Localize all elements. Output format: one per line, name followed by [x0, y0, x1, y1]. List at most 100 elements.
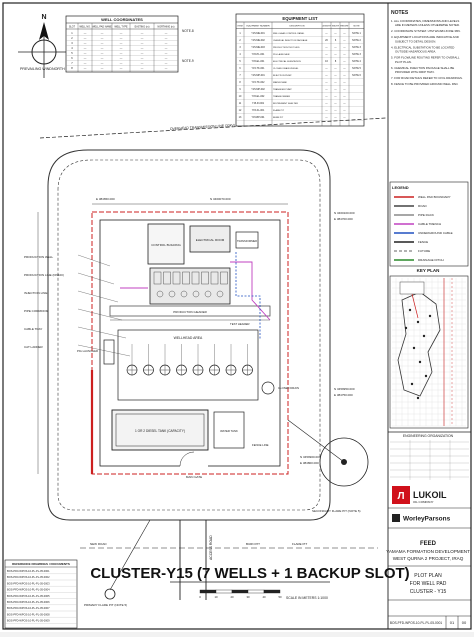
title-block: ENGINEERING ORGANIZATION Л LUKOIL OIL CO… [386, 431, 471, 629]
equipment-cell: Y15-ME-002 [251, 39, 265, 42]
equipment-cell: — [343, 102, 346, 105]
well-notes: NOTE-8 NOTE-9 [182, 29, 194, 63]
well-row: 2————— [66, 36, 178, 41]
note-line: 4. ELECTRICAL SUBSTATION TO BE LOCATED [391, 45, 454, 49]
legend-item: WELL PAD BOUNDARY [394, 195, 451, 199]
equipment-cell: — [343, 53, 346, 56]
svg-text:NOTE-9: NOTE-9 [182, 59, 194, 63]
note-line: PROVIDED WITH DRIP TRAY. [395, 70, 435, 74]
production-header-label: PRODUCTION HEADER [173, 310, 207, 314]
key-plan-well-marker [404, 326, 408, 330]
process-skid [163, 271, 171, 285]
legend-label: WELL PAD BOUNDARY [418, 195, 451, 199]
equipment-cell: — [343, 95, 346, 98]
well-cell: — [84, 37, 87, 40]
well-cell: — [84, 47, 87, 50]
equipment-cell: NOTE 3 [352, 53, 361, 56]
equipment-cell: — [343, 74, 346, 77]
equipment-cell: — [343, 109, 346, 112]
equipment-cell: — [325, 109, 328, 112]
equipment-cell: 5 [239, 60, 241, 63]
equipment-cell: 2 [239, 39, 241, 42]
legend-item: FUTURE [394, 249, 430, 253]
flare-label: FLARE PIT [292, 542, 307, 546]
equipment-cell: — [343, 39, 346, 42]
transformer [235, 231, 259, 249]
coord-label-2: E 384700.000 [334, 217, 353, 221]
equipment-cell: — [334, 88, 337, 91]
drawing-title-1: PLOT PLAN [414, 573, 442, 579]
note-line: 7. FOR ROAD DETAILS REFER TO CIVIL DRAWI… [391, 76, 463, 80]
well-cell: — [101, 47, 104, 50]
equipment-col-header: ITEM [237, 26, 242, 28]
note-line: 6. CHEMICAL INJECTION PACKAGE SHALL BE [391, 66, 454, 70]
well-col-header: NORTHING (m) [158, 26, 175, 29]
equipment-col-header: NOTE [353, 26, 360, 28]
equipment-cell: Y15-EL-002 [252, 95, 265, 98]
scale-tick: 40 [262, 595, 266, 599]
well-row: 6————— [66, 56, 178, 61]
well-cell: — [141, 32, 144, 35]
equipment-col-header: WIDTH [332, 26, 340, 28]
flare-line-secondary [287, 419, 345, 463]
key-plan-well-marker [422, 334, 426, 338]
production-line-label: PRODUCTION LINE (DN100) [24, 273, 64, 277]
pig-launcher [103, 339, 115, 365]
lukoil-logo: Л LUKOIL OIL COMPANY [392, 486, 447, 504]
well-cell: — [141, 62, 144, 65]
sheet-border [2, 2, 472, 630]
underground-cable-route [235, 252, 261, 340]
legend-item: ROAD [394, 204, 428, 208]
note-line: 3. EQUIPMENT LOCATIONS ARE INDICATIVE AN… [391, 35, 459, 39]
note-line: OUTSIDE HAZARDOUS AREA. [395, 50, 436, 54]
equipment-cell: — [334, 32, 337, 35]
well-cell: — [120, 67, 123, 70]
approvals-title: ENGINEERING ORGANIZATION [403, 434, 454, 438]
equipment-cell: Y15-EL-001 [252, 60, 265, 63]
well-col-header: WELL TYPE [114, 26, 128, 29]
reference-title: REFERENCE DRAWINGS / DOCUMENTS [12, 562, 70, 566]
secondary-flare-pit [341, 459, 347, 465]
well-cell: 1 [71, 31, 73, 35]
equipment-cell: — [334, 81, 337, 84]
overhead-line [39, 117, 387, 139]
equipment-cell: PRODUCTION TEST SKID [273, 47, 300, 49]
well-cell: — [101, 62, 104, 65]
tank-bund [115, 413, 205, 447]
process-skid [153, 271, 162, 285]
equipment-cell: — [325, 53, 328, 56]
ring-road-inner [57, 159, 321, 511]
well-cell: — [141, 52, 144, 55]
equipment-cell: TRANSFORMER [273, 95, 290, 98]
leader-line [77, 290, 119, 303]
legend-item: PIPE RACK [394, 213, 434, 217]
reference-row: BOS-PFD-WPOS-10-PL-PL-05-0001 [7, 569, 50, 573]
key-plan-well-marker [418, 360, 422, 364]
equipment-cell: — [343, 46, 346, 49]
process-vessel [168, 290, 176, 298]
well-cell: — [165, 62, 168, 65]
well-cell: 4 [71, 46, 73, 50]
dim-ew-label: E 384650.000 [96, 197, 115, 201]
key-plan-well-marker [424, 374, 428, 378]
equipment-cell: — [343, 88, 346, 91]
new-road-label: NEW ROAD [90, 542, 107, 546]
equipment-cell: — [325, 74, 328, 77]
equipment-cell: — [334, 109, 337, 112]
burn-pit-label: BURN PIT [246, 542, 260, 546]
well-col-header: WELL PAD NAME [92, 26, 112, 29]
access-road-label: ACCESS ROAD [209, 535, 213, 560]
well-col-header: EASTING (m) [135, 26, 150, 29]
north-label: N [41, 14, 46, 21]
well-cell: — [101, 32, 104, 35]
well-cell: — [84, 32, 87, 35]
scale-tick: 50 [278, 595, 282, 599]
equipment-cell: 4 [239, 53, 241, 56]
project-line1: YAMAMA FORMATION DEVELOPMENT [386, 549, 470, 554]
equipment-cell: — [325, 116, 328, 119]
scale-tick: 0 [199, 595, 201, 599]
